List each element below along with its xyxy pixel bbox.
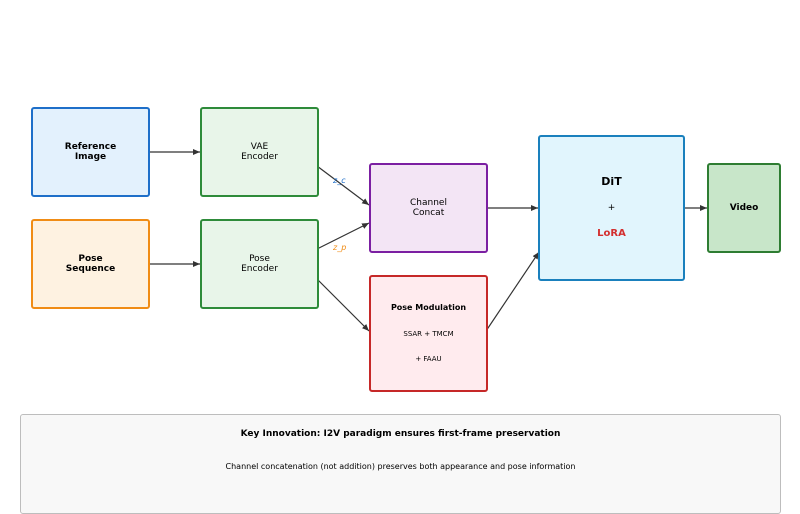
vae-encoder-node: VAE Encoder bbox=[200, 107, 319, 197]
channel-concat-label: Channel Concat bbox=[410, 198, 447, 218]
arrow-poseenc-to-modulation bbox=[316, 278, 370, 332]
channel-concat-node: Channel Concat bbox=[369, 163, 488, 253]
pose-encoder-label: Pose Encoder bbox=[241, 254, 278, 274]
vae-encoder-label: VAE Encoder bbox=[241, 142, 278, 162]
panel-title: Key Innovation: I2V paradigm ensures fir… bbox=[240, 429, 561, 439]
pose-modulation-node: Pose Modulation SSAR + TMCM + FAAU bbox=[369, 275, 488, 392]
reference-image-label: Reference Image bbox=[64, 142, 117, 162]
dit-title: DiT bbox=[601, 175, 622, 188]
pose-modulation-line2: + FAAU bbox=[415, 355, 442, 363]
edge-label-z-p: z_p bbox=[333, 243, 347, 252]
dit-lora: LoRA bbox=[597, 228, 626, 239]
dit-plus: + bbox=[607, 203, 616, 213]
panel-text: Channel concatenation (not addition) pre… bbox=[225, 462, 576, 471]
pose-sequence-label: Pose Sequence bbox=[65, 254, 116, 274]
video-label: Video bbox=[729, 203, 759, 213]
arrow-modulation-to-dit bbox=[485, 251, 540, 332]
pose-modulation-line1: SSAR + TMCM bbox=[403, 330, 454, 338]
arrow-poseenc-to-concat bbox=[316, 222, 370, 250]
edge-label-z-c: z_c bbox=[333, 176, 346, 185]
pose-sequence-node: Pose Sequence bbox=[31, 219, 150, 309]
pose-modulation-title: Pose Modulation bbox=[390, 303, 467, 312]
arrows-layer bbox=[148, 149, 707, 332]
pose-encoder-node: Pose Encoder bbox=[200, 219, 319, 309]
dit-node: DiT + LoRA bbox=[538, 135, 685, 281]
key-innovation-panel: Key Innovation: I2V paradigm ensures fir… bbox=[20, 414, 781, 514]
video-node: Video bbox=[707, 163, 781, 253]
reference-image-node: Reference Image bbox=[31, 107, 150, 197]
arrow-vae-to-concat bbox=[316, 165, 370, 206]
